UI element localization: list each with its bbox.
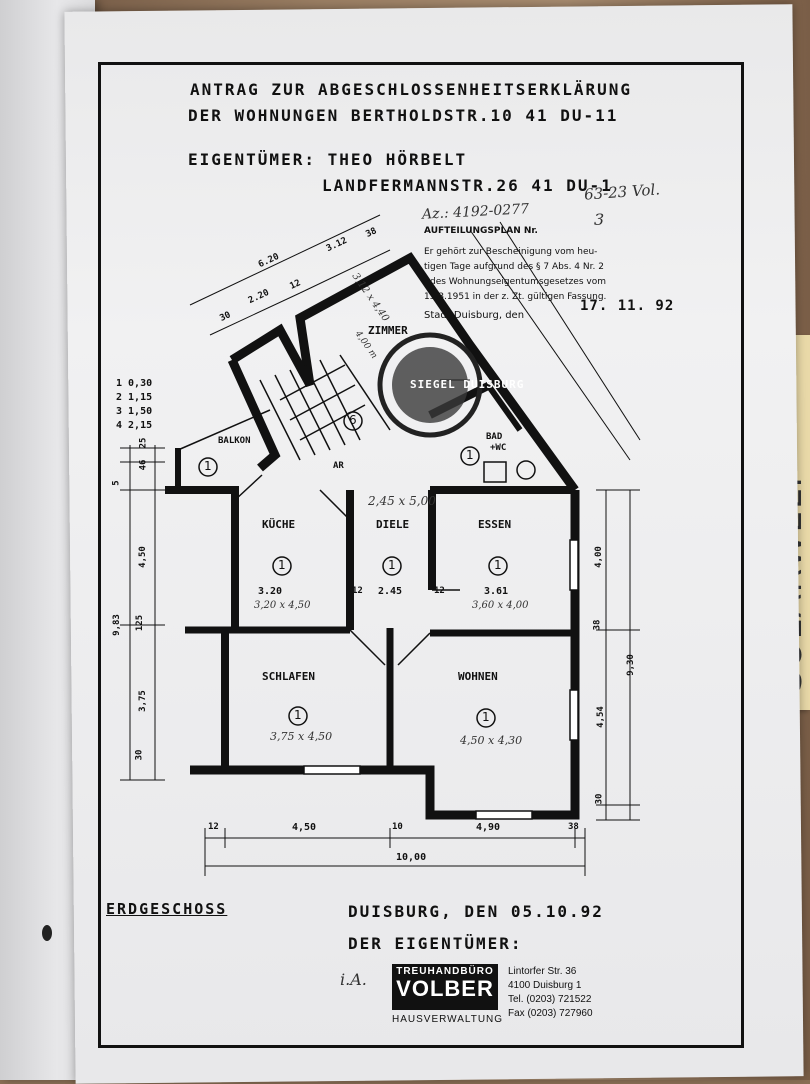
dim-320: 3.20 xyxy=(258,586,283,597)
dim-12b: 12 xyxy=(434,586,445,596)
dim-right: 30 xyxy=(594,793,605,805)
plan-label: AUFTEILUNGSPLAN Nr. xyxy=(424,226,538,236)
room-schlafen: SCHLAFEN xyxy=(262,670,315,683)
dim-left: 9,83 xyxy=(111,614,122,636)
company-logo: TREUHANDBÜRO VOLBER xyxy=(392,964,498,1010)
owner-signature-label: DER EIGENTÜMER: xyxy=(348,934,523,953)
room-zimmer: ZIMMER xyxy=(368,324,408,337)
unit-number: 1 xyxy=(294,708,302,722)
room-wohnen: WOHNEN xyxy=(458,670,498,683)
company-address-1: Lintorfer Str. 36 xyxy=(508,966,577,977)
dim-left: 46 xyxy=(138,459,149,471)
dim-left: 3,75 xyxy=(137,690,148,712)
room-kueche: KÜCHE xyxy=(262,518,296,531)
dim-bottom: 38 xyxy=(568,822,579,832)
dim-361: 3.61 xyxy=(484,586,509,597)
dim-bottom-total: 10,00 xyxy=(396,852,427,863)
ia-label: i.A. xyxy=(340,970,367,989)
company-tel: Tel. (0203) 721522 xyxy=(508,994,592,1005)
dim-left: 125 xyxy=(135,614,146,632)
unit-number: 1 xyxy=(388,558,396,572)
legend-item: 3 1,50 xyxy=(116,406,153,417)
company-top-text: TREUHANDBÜRO xyxy=(396,966,494,977)
title-line-2: DER WOHNUNGEN BERTHOLDSTR.10 41 DU-11 xyxy=(188,106,619,125)
room-ar: AR xyxy=(333,461,344,471)
room-bad: BAD xyxy=(486,432,503,442)
essen-size-hand: 3,60 x 4,00 xyxy=(472,600,529,611)
punch-hole xyxy=(42,925,52,941)
drawing-frame xyxy=(98,62,744,1048)
dim-12a: 12 xyxy=(352,586,363,596)
room-wc: +WC xyxy=(490,443,507,453)
legend-item: 2 1,15 xyxy=(116,392,153,403)
diele-size-hand: 2,45 x 5,00 xyxy=(368,494,436,508)
dim-left: 30 xyxy=(134,749,145,761)
legend-item: 1 0,30 xyxy=(116,378,153,389)
stamp-line-2: tigen Tage aufgrund des § 7 Abs. 4 Nr. 2 xyxy=(424,262,604,272)
stair-number: 6 xyxy=(349,413,357,427)
dim-bottom: 10 xyxy=(392,822,403,832)
kueche-size-hand: 3,20 x 4,50 xyxy=(254,600,311,611)
stamp-line-1: Er gehört zur Bescheinigung vom heu- xyxy=(424,247,598,257)
stamp-date: 17. 11. 92 xyxy=(580,298,675,314)
unit-number: 1 xyxy=(494,558,502,572)
unit-number: 1 xyxy=(482,710,490,724)
dim-left: 4,50 xyxy=(137,546,148,568)
stamp-line-3: des Wohnungseigentumsgesetzes vom xyxy=(430,277,606,287)
dim-bottom: 4,50 xyxy=(292,822,317,833)
unit-number: 1 xyxy=(466,448,474,462)
owner-address: LANDFERMANNSTR.26 41 DU-1 xyxy=(322,176,613,195)
dim-right: 4,54 xyxy=(595,706,606,728)
legend-item: 4 2,15 xyxy=(116,420,153,431)
dim-bottom: 4,90 xyxy=(476,822,501,833)
unit-number: 1 xyxy=(278,558,286,572)
room-essen: ESSEN xyxy=(478,518,512,531)
room-balkon: BALKON xyxy=(218,436,251,446)
company-sub: HAUSVERWALTUNG xyxy=(392,1014,504,1025)
company-name: VOLBER xyxy=(396,976,494,1001)
city-date: DUISBURG, DEN 05.10.92 xyxy=(348,902,604,921)
wohnen-size-hand: 4,50 x 4,30 xyxy=(460,734,523,747)
room-diele: DIELE xyxy=(376,518,410,531)
dim-right: 4,00 xyxy=(593,546,604,568)
dim-bottom: 12 xyxy=(208,822,219,832)
dim-right: 38 xyxy=(592,619,603,631)
plan-number: 3 xyxy=(594,210,605,229)
dim-right: 9,30 xyxy=(625,654,636,676)
company-fax: Fax (0203) 727960 xyxy=(508,1008,593,1019)
schlafen-size-hand: 3,75 x 4,50 xyxy=(270,730,333,743)
seal-text: SIEGEL DUISBURG xyxy=(410,378,525,391)
title-line-1: ANTRAG ZUR ABGESCHLOSSENHEITSERKLÄRUNG xyxy=(190,80,633,99)
unit-number: 1 xyxy=(204,459,212,473)
dim-left: 5 xyxy=(111,480,122,486)
official-seal xyxy=(377,332,483,438)
dim-245: 2.45 xyxy=(378,586,403,597)
stamp-line-5: Stadt Duisburg, den xyxy=(424,310,525,321)
dim-left: 25 xyxy=(138,437,149,449)
company-address-2: 4100 Duisburg 1 xyxy=(508,980,582,991)
floor-label: ERDGESCHOSS xyxy=(106,900,228,918)
owner-label: EIGENTÜMER: THEO HÖRBELT xyxy=(188,150,468,169)
stamp-line-4: 15.3.1951 in der z. Zt. gültigen Fassung… xyxy=(424,292,607,302)
